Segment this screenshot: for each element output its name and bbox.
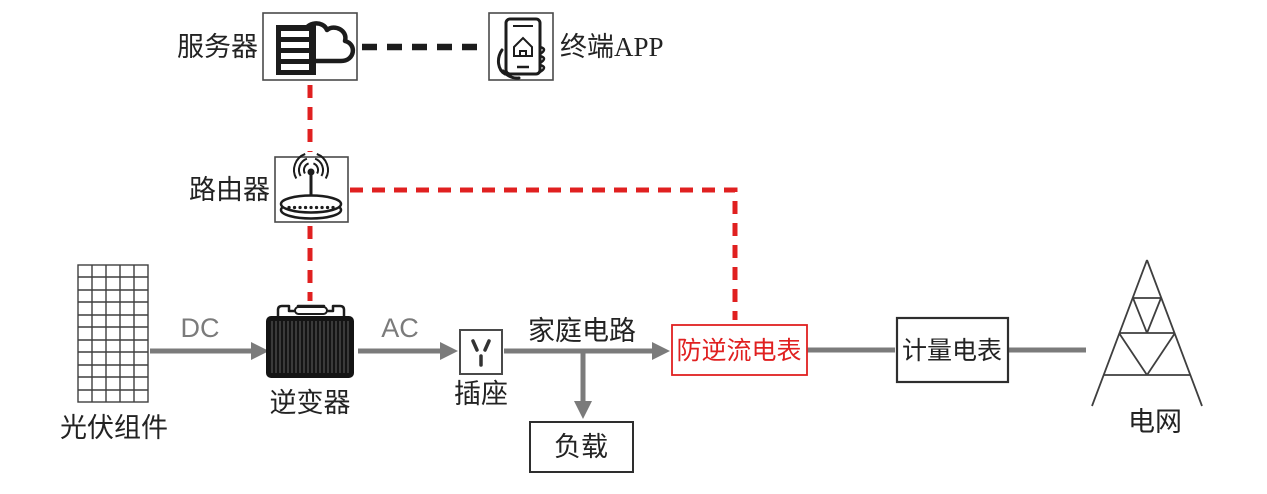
load-node: 负载 [529, 421, 634, 473]
anti-backflow-meter-box [671, 324, 808, 376]
socket-node: 插座 [454, 329, 508, 409]
metering-meter-node: 计量电表 [895, 316, 1010, 384]
router-node: 路由器 [189, 153, 349, 223]
solar-panel-icon [77, 264, 149, 403]
socket-box [459, 329, 503, 375]
metering-meter-label: 计量电表 [902, 337, 1002, 365]
home-circuit-label: 家庭电路 [528, 316, 636, 346]
anti-backflow-meter-node: 防逆流电表 [671, 324, 808, 376]
edge-dc: DC [150, 313, 269, 360]
server-cloud-icon [276, 21, 355, 75]
edge-home-circuit: 家庭电路 [504, 316, 670, 360]
inverter-icon [266, 304, 354, 378]
arrowhead [652, 342, 670, 360]
edge-to-load [574, 351, 592, 419]
pv-module-node: 光伏组件 [60, 264, 168, 443]
hand-phone-icon [496, 17, 546, 80]
load-box [529, 421, 634, 473]
link-router-meter-dashed [350, 187, 738, 320]
router-label: 路由器 [189, 175, 270, 205]
dc-label: DC [181, 313, 220, 343]
load-label: 负载 [554, 432, 608, 462]
metering-meter-box [895, 316, 1010, 384]
edge-ac: AC [358, 313, 458, 360]
inverter-node: 逆变器 [266, 304, 354, 418]
inverter-label: 逆变器 [270, 388, 351, 418]
power-grid-label: 电网 [1128, 407, 1182, 437]
terminal-app-node: 终端APP [488, 12, 664, 81]
wifi-router-icon [279, 153, 343, 220]
arrowhead [574, 401, 592, 419]
ac-label: AC [381, 313, 419, 343]
server-label: 服务器 [177, 32, 258, 62]
pv-module-label: 光伏组件 [60, 413, 168, 443]
terminal-app-label: 终端APP [560, 32, 664, 62]
transmission-tower-icon [1091, 259, 1203, 407]
anti-backflow-meter-label: 防逆流电表 [676, 337, 801, 365]
power-grid-node: 电网 [1091, 259, 1203, 437]
arrowhead [440, 342, 458, 360]
power-socket-icon [471, 339, 491, 367]
arrowhead [251, 342, 269, 360]
server-node: 服务器 [177, 12, 358, 81]
socket-label: 插座 [454, 379, 508, 409]
